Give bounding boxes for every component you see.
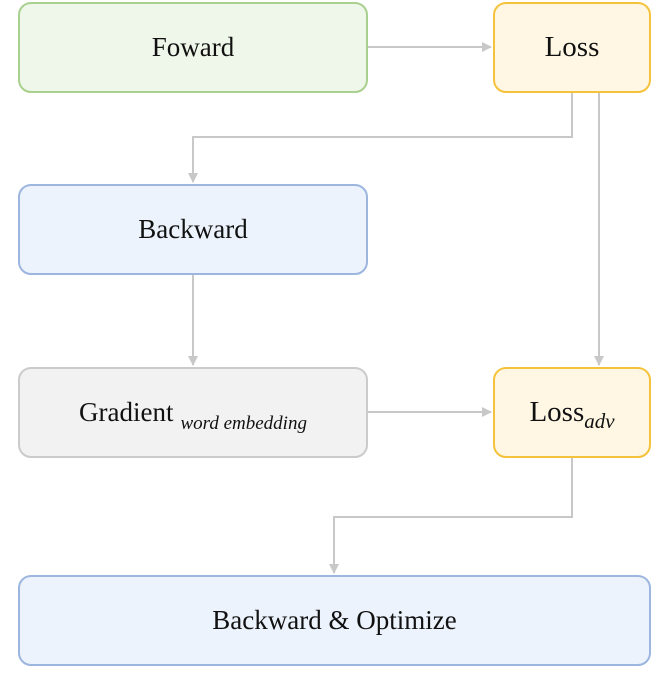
loss-adv-subscript: adv — [584, 409, 615, 433]
arrow-lossadv-to-optimize — [329, 458, 573, 574]
loss-adv-label: Loss — [529, 396, 585, 428]
backward-node: Backward — [18, 184, 368, 275]
backward-optimize-node: Backward & Optimize — [18, 575, 651, 666]
forward-node: Foward — [18, 2, 368, 93]
gradient-node: Gradient word embedding — [18, 367, 368, 458]
backward-optimize-label: Backward & Optimize — [212, 605, 457, 635]
arrow-loss-to-backward — [188, 93, 573, 183]
gradient-label: Gradient — [79, 397, 174, 427]
loss-label: Loss — [544, 31, 600, 63]
gradient-subscript: word embedding — [180, 412, 307, 434]
backward-label: Backward — [138, 214, 248, 244]
loss-node: Loss — [493, 2, 651, 93]
forward-label: Foward — [151, 32, 235, 62]
